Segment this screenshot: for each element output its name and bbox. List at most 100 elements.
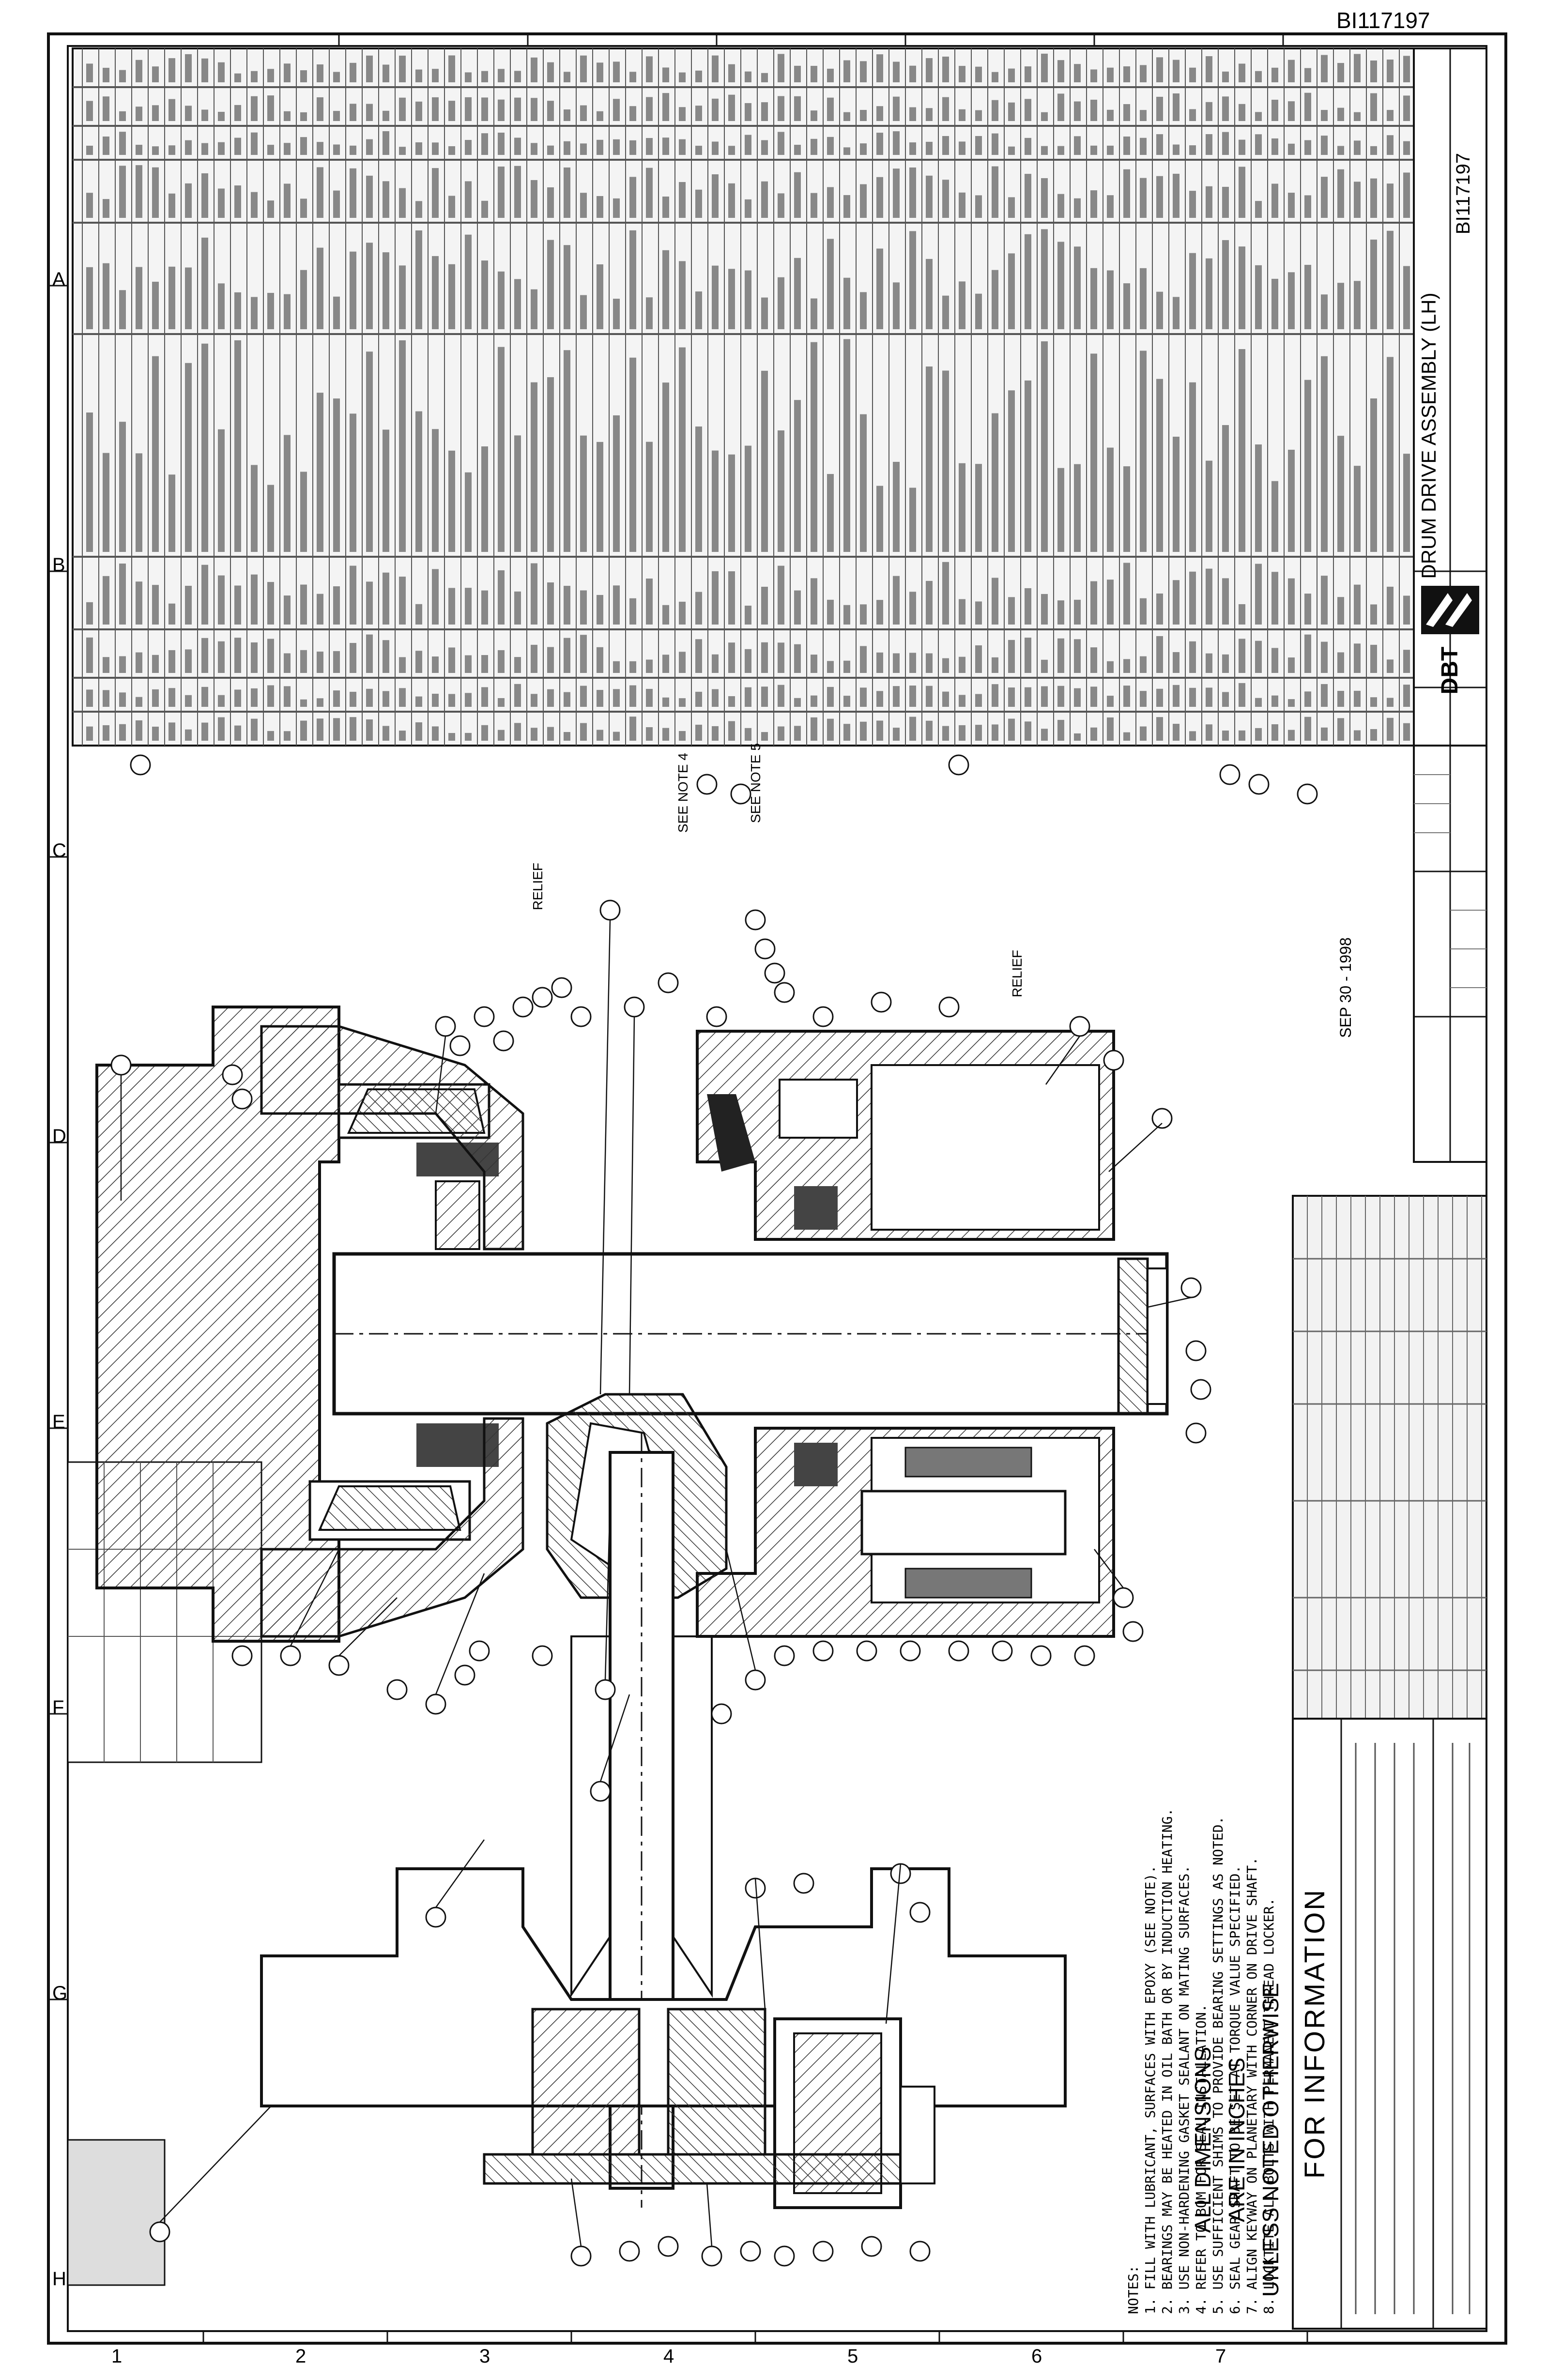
bom-cell-text [629, 685, 636, 707]
bom-cell-text [300, 720, 307, 741]
part-balloon [1185, 1422, 1207, 1444]
main-shaft [332, 1252, 1169, 1416]
bom-cell-text [432, 726, 439, 741]
bom-cell-text [1173, 93, 1179, 121]
bom-cell-text [893, 461, 900, 552]
bom-cell-text [1156, 688, 1163, 707]
bom-cell-text [1140, 268, 1147, 329]
bom-cell-text [317, 247, 323, 329]
bom-cell-text [893, 61, 900, 82]
bom-cell-text [662, 382, 669, 552]
bom-cell-text [613, 415, 620, 552]
bom-cell-text [662, 697, 669, 707]
bom-cell-text [992, 270, 998, 329]
bom-cell-text [1239, 349, 1245, 552]
part-balloon [774, 2245, 795, 2267]
units-line-2: ARE IN INCHES [1224, 2058, 1249, 2222]
bom-cell-text [646, 442, 653, 552]
bom-cell-text [119, 692, 126, 707]
part-balloon [706, 1006, 727, 1027]
bom-cell-text [975, 601, 982, 625]
bom-cell-text [1321, 576, 1328, 625]
bom-cell-text [498, 132, 505, 155]
bom-cell-text [1337, 146, 1344, 155]
bom-cell-text [712, 55, 719, 82]
bom-cell-text [1107, 661, 1114, 673]
bom-cell-text [992, 100, 998, 121]
bom-cell-text [251, 465, 258, 552]
bom-cell-text [547, 377, 554, 552]
bom-cell-text [168, 474, 175, 552]
bom-cell-text [992, 72, 998, 82]
bom-cell-text [1337, 107, 1344, 121]
bom-cell-text [234, 185, 241, 218]
bom-cell-text [432, 569, 439, 625]
leader-lines [120, 919, 1192, 2247]
bom-cell-text [103, 68, 109, 82]
bom-cell-text [629, 140, 636, 155]
bom-cell-text [86, 637, 93, 673]
bom-cell-text [399, 340, 406, 552]
bom-cell-text [1025, 66, 1031, 82]
bom-cell-text [481, 200, 488, 218]
bom-cell-text [1189, 571, 1196, 625]
bom-cell-text [679, 139, 686, 155]
bom-cell-text [119, 422, 126, 552]
bom-cell-text [1255, 201, 1262, 218]
zone-letters-left: H G F E D C B A [52, 269, 67, 2289]
bom-cell-text [103, 263, 109, 329]
shaft-tube [570, 1635, 611, 1998]
bom-cell-text [119, 111, 126, 121]
bom-cell-text [1156, 176, 1163, 218]
bom-cell-text [811, 138, 817, 155]
bom-cell-text [1156, 636, 1163, 673]
part-balloon [474, 1006, 495, 1027]
bom-cell-text [1271, 67, 1278, 82]
part-balloon [1180, 1277, 1202, 1298]
bom-cell-text [547, 647, 554, 673]
bom-cell-text [284, 63, 291, 82]
bom-cell-text [827, 97, 834, 121]
bom-cell-text [1304, 691, 1311, 707]
bom-cell-text [1173, 173, 1179, 218]
bom-cell-text [728, 642, 735, 673]
bom-cell-text [1288, 449, 1295, 552]
bom-cell-text [646, 727, 653, 741]
bom-cell-text [975, 694, 982, 707]
bom-cell-text [1107, 145, 1114, 155]
bom-cell-text [1370, 239, 1377, 329]
bom-cell-text [383, 64, 389, 82]
bom-cell-text [662, 93, 669, 121]
bom-cell-text [136, 652, 142, 673]
zone-number: 7 [1215, 2346, 1226, 2367]
bom-cell-text [1304, 717, 1311, 741]
bom-cell-text [531, 728, 537, 741]
bom-cell-text [333, 111, 340, 121]
bom-cell-text [350, 691, 356, 707]
bom-cell-text [1008, 718, 1015, 741]
bom-cell-text [1008, 597, 1015, 625]
bom-cell-text [580, 686, 587, 707]
bom-cell-text [860, 414, 867, 552]
zone-letter: C [52, 840, 66, 861]
bom-cell-text [103, 576, 109, 625]
outer-border [47, 32, 1507, 2345]
part-balloon [948, 754, 969, 776]
leader-line [435, 1036, 446, 1114]
bom-cell-text [152, 105, 159, 121]
bom-cell-text [350, 145, 356, 155]
bom-cell-text [366, 175, 373, 218]
bom-cell-text [1074, 733, 1081, 741]
bom-cell-text [909, 717, 916, 741]
bom-cell-text [679, 601, 686, 625]
bom-cell-text [811, 298, 817, 329]
note-line: 2. BEARINGS MAY BE HEATED IN OIL BATH OR… [1159, 1808, 1175, 2314]
part-balloon [110, 1054, 132, 1076]
bom-cell-text [333, 651, 340, 673]
approval-stamp [67, 2139, 166, 2286]
bom-cell-text [119, 132, 126, 155]
bom-cell-text [843, 147, 850, 155]
bom-cell-text [218, 575, 225, 625]
bom-cell-text [1123, 686, 1130, 707]
